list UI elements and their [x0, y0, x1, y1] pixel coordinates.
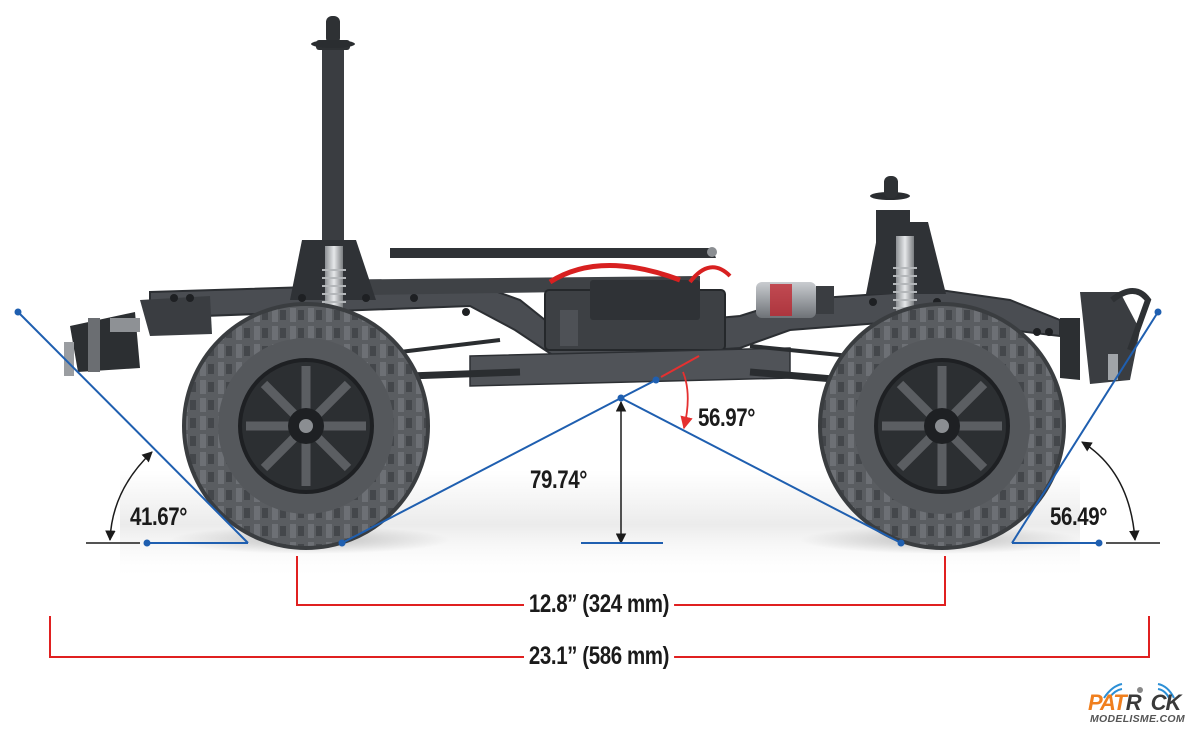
rc-crawler-chassis [64, 16, 1152, 550]
watermark-site: MODELISME.COM [1090, 713, 1185, 725]
wheelbase-label: 12.8” (324 mm) [524, 592, 674, 617]
front-bumper [1060, 288, 1152, 384]
skid-plate [469, 347, 791, 387]
center-angle-label: 79.74° [530, 466, 588, 494]
battery-wire [548, 263, 681, 285]
rear-wheel [182, 302, 430, 550]
departure-angle-label: 56.49° [1050, 503, 1108, 531]
departure-arc-arrow [1081, 441, 1140, 542]
rear-bumper [64, 296, 212, 376]
battery-tray [544, 280, 726, 351]
departure-angle-lines [1011, 308, 1162, 547]
breakover-marker [660, 355, 700, 378]
breakover-angle-label: 56.97° [698, 404, 756, 432]
front-wheel [818, 302, 1066, 550]
upper-bar [390, 248, 716, 258]
signal-waves-icon [1103, 683, 1175, 699]
body-post-rear [311, 16, 355, 248]
approach-angle-lines [14, 308, 249, 547]
breakover-angle-lines [338, 355, 905, 547]
front-shock [866, 222, 946, 316]
approach-angle-label: 41.67° [130, 503, 188, 531]
motor [756, 282, 834, 318]
overall-length-label: 23.1” (586 mm) [524, 644, 674, 669]
frame-bolts [170, 294, 1053, 336]
breakover-arc-arrow [680, 371, 693, 430]
approach-arc-arrow [105, 451, 153, 542]
rear-shock [290, 240, 376, 316]
